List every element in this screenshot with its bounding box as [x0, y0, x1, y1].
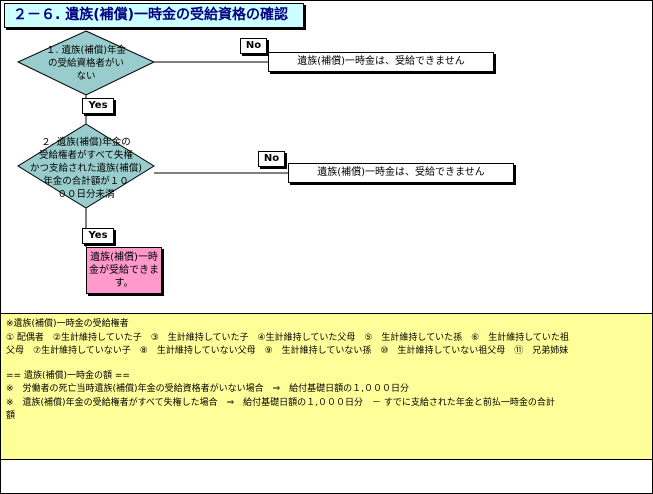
decision-diamond-2 — [17, 123, 155, 209]
no-label-1: No — [240, 38, 267, 54]
notes-amount-line-3: 額 — [6, 411, 16, 421]
notes-panel: ※遺族(補償)一時金の受給権者 ① 配偶者 ②生計維持していた子 ③ 生計維持し… — [1, 313, 652, 460]
result-no-1: 遺族(補償)一時金は、受給できません — [268, 52, 494, 72]
notes-amount-line-2: ※ 遺族(補償)年金の受給権者がすべて失権した場合 ⇒ 給付基礎日額の１,０００… — [6, 397, 555, 408]
no-label-2: No — [258, 151, 285, 167]
yes-label-2: Yes — [82, 228, 114, 244]
decision-1-text: １. 遺族(補償)年金 の受給資格者がい ない — [46, 45, 126, 82]
result-yes-box: 遺族(補償)一時 金が受給できま す。 — [86, 247, 162, 294]
notes-recipients-line-1: ① 配偶者 ②生計維持していた子 ③ 生計維持していた子 ④生計維持していた父母… — [6, 332, 569, 343]
notes-amount-line-1: ※ 労働者の死亡当時遺族(補償)年金の受給資格者がいない場合 ⇒ 給付基礎日額の… — [6, 384, 409, 394]
notes-heading-amount: == 遺族(補償)一時金の額 == — [6, 370, 130, 381]
page-title: ２－６. 遺族(補償)一時金の受給資格の確認 — [4, 3, 304, 28]
decision-diamond-1 — [16, 30, 156, 96]
yes-label-1: Yes — [82, 98, 114, 114]
notes-heading-recipients: ※遺族(補償)一時金の受給権者 — [6, 319, 129, 329]
result-no-2: 遺族(補償)一時金は、受給できません — [288, 163, 514, 183]
decision-2-text: ２. 遺族(補償)年金の 受給権者がすべて失権 かつ支給された遺族(補償) 年金… — [30, 137, 142, 200]
notes-recipients-line-2: 父母 ⑦生計維持していない子 ⑧ 生計維持していない父母 ⑨ 生計維持していない… — [6, 346, 569, 356]
